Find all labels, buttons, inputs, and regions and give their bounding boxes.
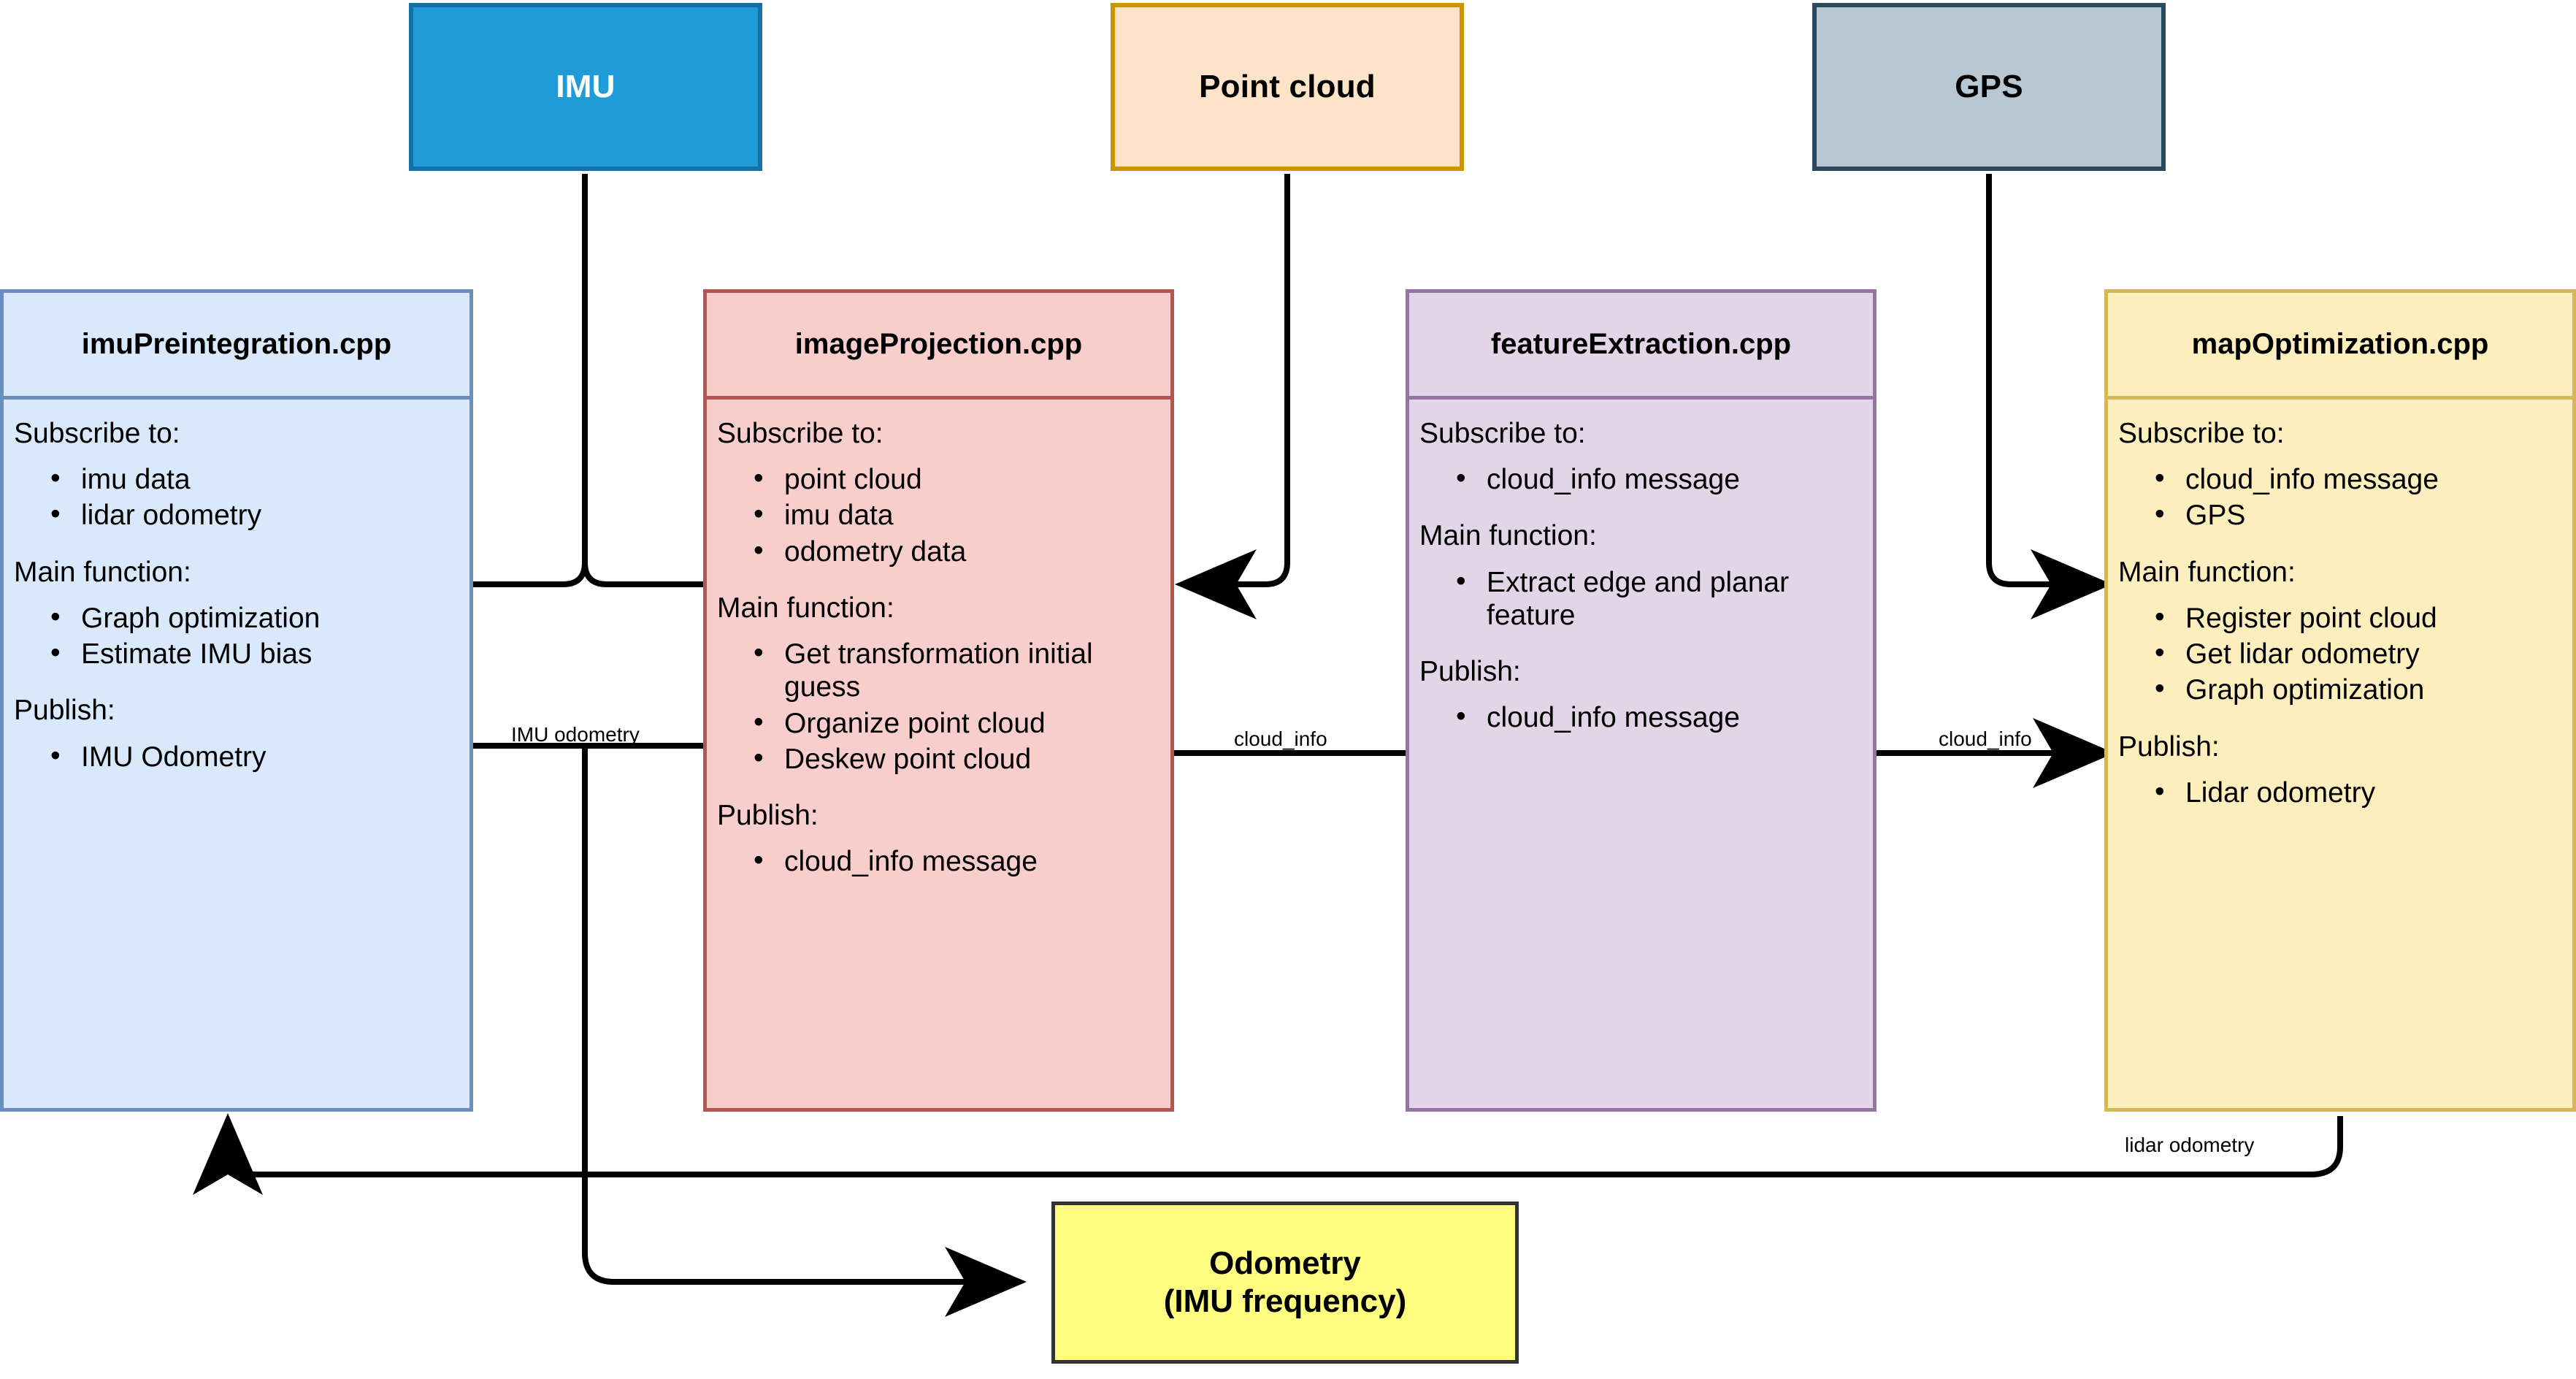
list-item: cloud_info message — [2155, 462, 2565, 496]
list-item: Get lidar odometry — [2155, 636, 2565, 671]
list-item: lidar odometry — [50, 497, 462, 532]
module-title-image-projection: imageProjection.cpp — [707, 293, 1170, 400]
output-label-wrapper: Odometry (IMU frequency) — [1164, 1245, 1406, 1321]
section-heading-main-function: Main function: — [14, 556, 191, 588]
section-heading-publish: Publish: — [14, 695, 115, 727]
list-item: Deskew point cloud — [754, 741, 1163, 776]
module-image-projection[interactable]: imageProjection.cpp Subscribe to: point … — [703, 289, 1174, 1112]
edge-label-cloud-info-2: cloud_info — [1939, 727, 2032, 750]
list-item: Lidar odometry — [2155, 775, 2565, 809]
section-list-subscribe: point cloud imu data odometry data — [717, 462, 1163, 568]
output-label-line2: (IMU frequency) — [1163, 1283, 1407, 1319]
module-imu-preintegration[interactable]: imuPreintegration.cpp Subscribe to: imu … — [0, 289, 473, 1112]
section-heading-main-function: Main function: — [1419, 520, 1597, 552]
module-map-optimization[interactable]: mapOptimization.cpp Subscribe to: cloud_… — [2104, 289, 2576, 1112]
section-list-publish: Lidar odometry — [2118, 775, 2565, 809]
list-item: Graph optimization — [50, 600, 462, 635]
edge-gps-to-mapoptimization — [1986, 174, 2112, 619]
section-heading-publish: Publish: — [2118, 730, 2220, 763]
list-item: point cloud — [754, 462, 1163, 496]
list-item: cloud_info message — [754, 844, 1163, 878]
source-box-gps[interactable]: GPS — [1812, 3, 2166, 171]
list-item: odometry data — [754, 534, 1163, 568]
edge-pointcloud-to-imageprojection — [1175, 174, 1290, 619]
list-item: Estimate IMU bias — [50, 636, 462, 671]
section-list-main-function: Register point cloud Get lidar odometry … — [2118, 600, 2565, 707]
output-box-odometry[interactable]: Odometry (IMU frequency) — [1051, 1202, 1519, 1364]
list-item: Graph optimization — [2155, 672, 2565, 706]
output-label-line1: Odometry — [1209, 1245, 1361, 1282]
list-item: imu data — [754, 497, 1163, 532]
section-list-subscribe: imu data lidar odometry — [14, 462, 462, 532]
module-feature-extraction[interactable]: featureExtraction.cpp Subscribe to: clou… — [1406, 289, 1877, 1112]
source-label-imu: IMU — [556, 69, 616, 104]
section-list-publish: IMU Odometry — [14, 739, 462, 773]
section-heading-publish: Publish: — [717, 800, 819, 832]
section-heading-subscribe: Subscribe to: — [2118, 418, 2285, 449]
source-box-imu[interactable]: IMU — [409, 3, 762, 171]
section-list-main-function: Graph optimization Estimate IMU bias — [14, 600, 462, 671]
list-item: Get transformation initial guess — [754, 636, 1163, 703]
section-list-main-function: Get transformation initial guess Organiz… — [717, 636, 1163, 776]
edge-lidar-odometry — [193, 1113, 2343, 1195]
section-list-publish: cloud_info message — [1419, 700, 1866, 734]
list-item: imu data — [50, 462, 462, 496]
section-heading-subscribe: Subscribe to: — [717, 418, 883, 449]
section-heading-publish: Publish: — [1419, 656, 1521, 688]
module-body-image-projection: Subscribe to: point cloud imu data odome… — [707, 400, 1170, 1108]
section-list-subscribe: cloud_info message — [1419, 462, 1866, 496]
source-label-point-cloud: Point cloud — [1199, 69, 1376, 104]
list-item: Register point cloud — [2155, 600, 2565, 635]
section-list-publish: cloud_info message — [717, 844, 1163, 878]
section-heading-main-function: Main function: — [717, 592, 894, 624]
module-body-feature-extraction: Subscribe to: cloud_info message Main fu… — [1409, 400, 1873, 1108]
list-item: GPS — [2155, 497, 2565, 532]
list-item: IMU Odometry — [50, 739, 462, 773]
list-item: cloud_info message — [1456, 700, 1866, 734]
list-item: Extract edge and planar feature — [1456, 565, 1793, 632]
section-heading-main-function: Main function: — [2118, 556, 2296, 588]
section-list-subscribe: cloud_info message GPS — [2118, 462, 2565, 532]
source-label-gps: GPS — [1955, 69, 2023, 104]
section-heading-subscribe: Subscribe to: — [1419, 418, 1586, 449]
module-title-feature-extraction: featureExtraction.cpp — [1409, 293, 1873, 400]
list-item: Organize point cloud — [754, 706, 1163, 740]
section-list-main-function: Extract edge and planar feature — [1419, 565, 1866, 632]
module-title-imu-preintegration: imuPreintegration.cpp — [4, 293, 469, 400]
edge-label-imu-odometry: IMU odometry — [511, 723, 640, 746]
list-item: cloud_info message — [1456, 462, 1866, 496]
edge-label-lidar-odometry: lidar odometry — [2125, 1134, 2255, 1156]
module-body-imu-preintegration: Subscribe to: imu data lidar odometry Ma… — [4, 400, 469, 1108]
section-heading-subscribe: Subscribe to: — [14, 418, 180, 449]
module-body-map-optimization: Subscribe to: cloud_info message GPS Mai… — [2108, 400, 2572, 1108]
edge-label-cloud-info-1: cloud_info — [1234, 727, 1327, 750]
module-title-map-optimization: mapOptimization.cpp — [2108, 293, 2572, 400]
source-box-point-cloud[interactable]: Point cloud — [1111, 3, 1464, 171]
